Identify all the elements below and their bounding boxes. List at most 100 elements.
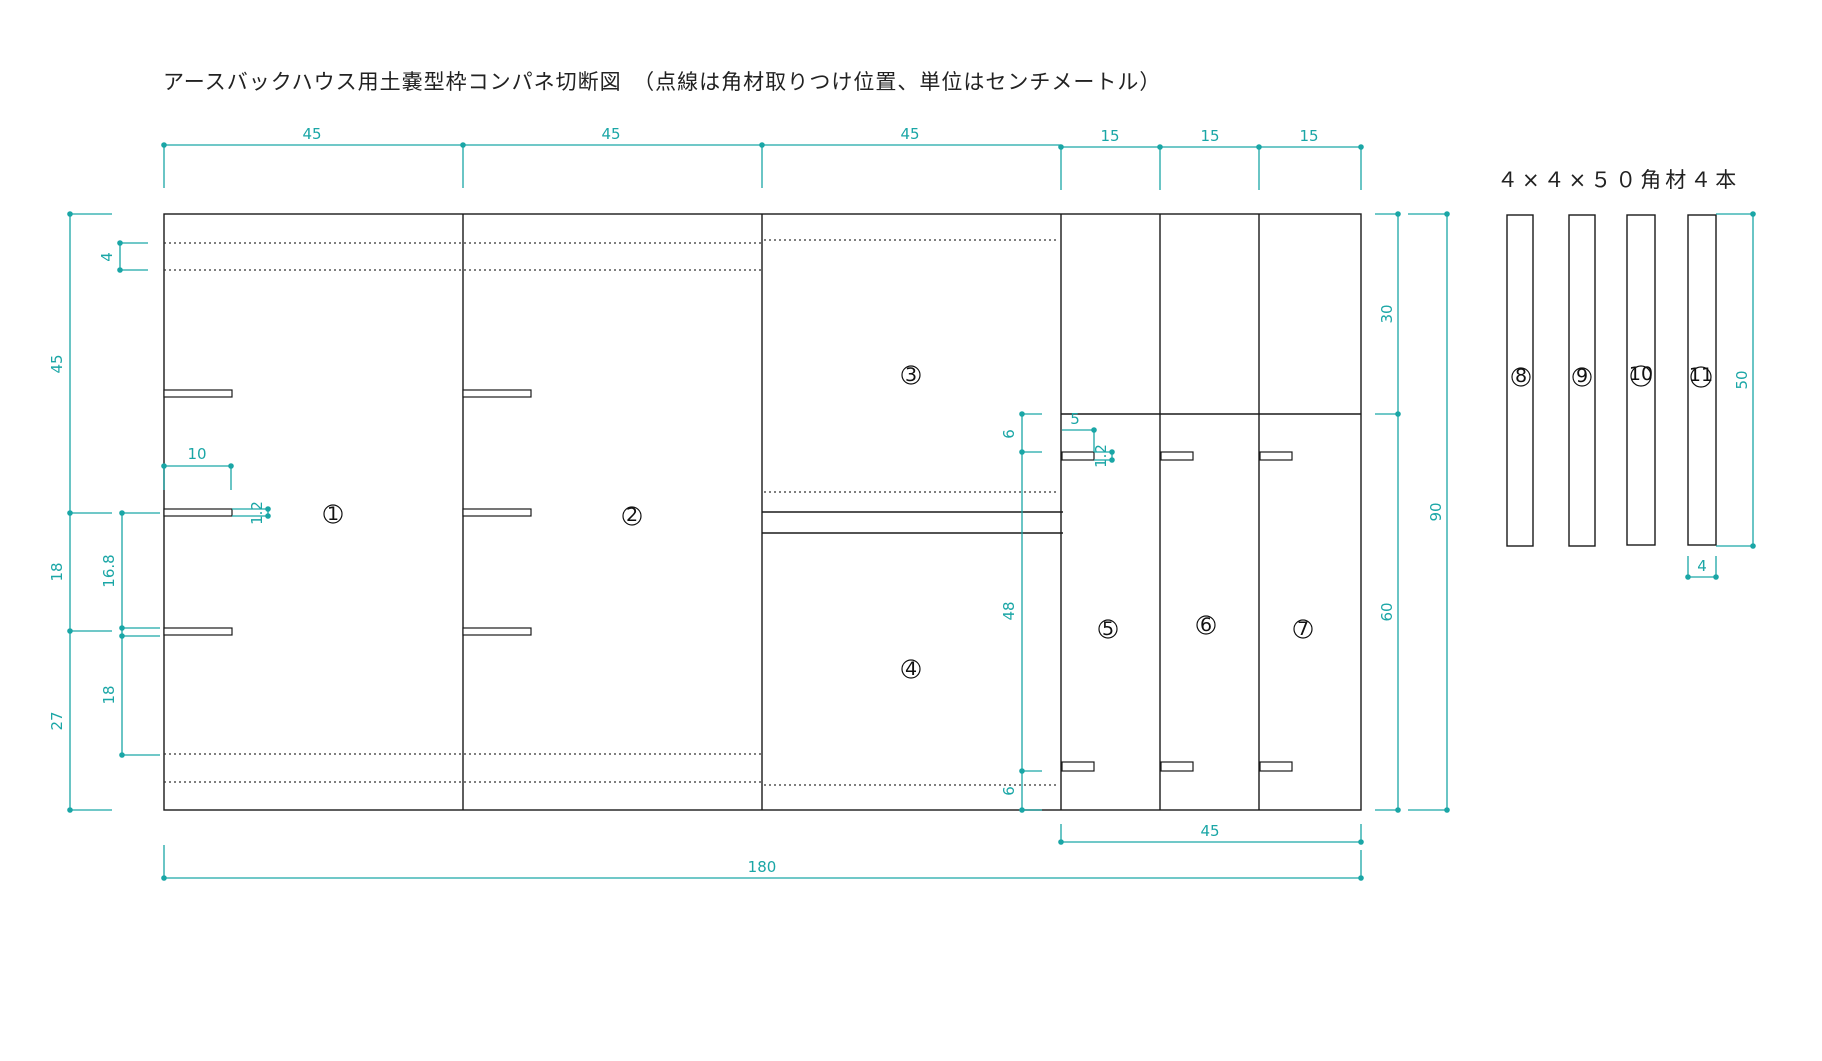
dim-dot	[117, 240, 123, 246]
dim-label: 1.2	[1092, 444, 1110, 468]
dim-label: 16.8	[100, 554, 118, 587]
dim-dot	[1019, 807, 1025, 813]
part-3-label: 3	[901, 364, 921, 386]
part-circle	[1293, 619, 1313, 639]
slot	[462, 389, 532, 398]
dim-dot	[119, 633, 125, 639]
dim-label: 6	[1000, 429, 1018, 439]
dim-label: 45	[1200, 822, 1219, 840]
dim-label: 4	[98, 252, 116, 262]
lumber-10	[1626, 214, 1656, 546]
dim-label: 1.2	[248, 501, 266, 525]
dim-label: 10	[187, 445, 206, 463]
dim-dot	[265, 506, 271, 512]
dim-dot	[1109, 449, 1115, 455]
dim-label: 45	[302, 125, 321, 143]
dim-label: 90	[1427, 502, 1445, 521]
slot	[1259, 451, 1293, 461]
dim-dot	[1058, 839, 1064, 845]
dim-dot	[1019, 411, 1025, 417]
part-number: 9	[1576, 365, 1588, 387]
part-2-label: 2	[622, 504, 642, 526]
dim-label: 60	[1378, 602, 1396, 621]
lumber-8	[1506, 214, 1534, 547]
part-9-label: 9	[1572, 365, 1592, 387]
dim-dot	[1685, 574, 1691, 580]
part-circle	[323, 504, 343, 524]
bottom-dimensions: 45 180	[161, 822, 1364, 881]
slot	[462, 627, 532, 636]
dim-dot	[1395, 211, 1401, 217]
dim-label: 45	[601, 125, 620, 143]
dim-dot	[1157, 144, 1163, 150]
dim-dot	[265, 513, 271, 519]
part-6-label: 6	[1196, 614, 1216, 636]
dim-dot	[117, 267, 123, 273]
part-circle	[1572, 367, 1592, 387]
dim-dot	[1750, 543, 1756, 549]
part-7-label: 7	[1293, 618, 1313, 640]
slot	[1259, 761, 1293, 772]
dim-dot	[67, 628, 73, 634]
dim-dot	[1091, 427, 1097, 433]
dim-label: 30	[1378, 304, 1396, 323]
dim-label: 45	[900, 125, 919, 143]
slots	[163, 389, 1293, 772]
page-title: アースバックハウス用土嚢型枠コンパネ切断図 （点線は角材取りつけ位置、単位はセン…	[163, 70, 1161, 94]
part-circle	[901, 659, 921, 679]
dim-dot	[1256, 144, 1262, 150]
lumber-pieces: 8 9 10 11 50 4	[1506, 211, 1756, 580]
dim-dot	[1358, 875, 1364, 881]
dim-dot	[161, 463, 167, 469]
dim-dot	[1750, 211, 1756, 217]
part-10-label: 10	[1629, 363, 1653, 387]
slot	[163, 389, 233, 398]
dim-dot	[1019, 768, 1025, 774]
dim-dot	[460, 142, 466, 148]
slot	[1160, 451, 1194, 461]
dim-dot	[1444, 211, 1450, 217]
slot	[163, 508, 233, 517]
part-number: 11	[1689, 364, 1713, 386]
dim-dot	[161, 142, 167, 148]
dim-dot	[161, 875, 167, 881]
part-8-label: 8	[1511, 365, 1531, 387]
inner-dimensions: 10 1.2 5 1.2 6 48 6	[161, 410, 1115, 813]
part-1-label: 1	[323, 503, 343, 525]
part-number: 1	[327, 503, 339, 525]
dim-dot	[1395, 411, 1401, 417]
left-dimensions: 45 18 27 4 16.8 18	[48, 211, 160, 813]
lumber-note: ４×４×５０角材４本	[1497, 168, 1740, 192]
part-number: 4	[905, 658, 917, 680]
part-number: 3	[905, 364, 917, 386]
part-circle	[1196, 615, 1216, 635]
part-circle	[1690, 366, 1712, 388]
dim-dot	[1358, 839, 1364, 845]
part-number: 6	[1200, 614, 1212, 636]
dim-label: 15	[1100, 127, 1119, 145]
dim-dot	[119, 625, 125, 631]
dim-label: 4	[1697, 557, 1707, 575]
lumber-positions	[164, 239, 1058, 786]
dim-dot	[1109, 457, 1115, 463]
lumber-9	[1568, 214, 1596, 547]
dim-dot	[67, 807, 73, 813]
dim-dot	[67, 510, 73, 516]
part-circle	[901, 365, 921, 385]
dim-label: 48	[1000, 601, 1018, 620]
dim-dot	[1713, 574, 1719, 580]
lumber-11	[1687, 214, 1717, 546]
part-circle	[622, 506, 642, 526]
part-number: 2	[626, 504, 638, 526]
dim-label: 18	[48, 562, 66, 581]
part-5-label: 5	[1098, 618, 1118, 640]
slot	[462, 508, 532, 517]
part-4-label: 4	[901, 658, 921, 680]
dim-label: 15	[1200, 127, 1219, 145]
dim-label: 45	[48, 354, 66, 373]
part-number: 7	[1297, 618, 1309, 640]
dim-dot	[759, 142, 765, 148]
slot	[163, 627, 233, 636]
dim-dot	[67, 211, 73, 217]
